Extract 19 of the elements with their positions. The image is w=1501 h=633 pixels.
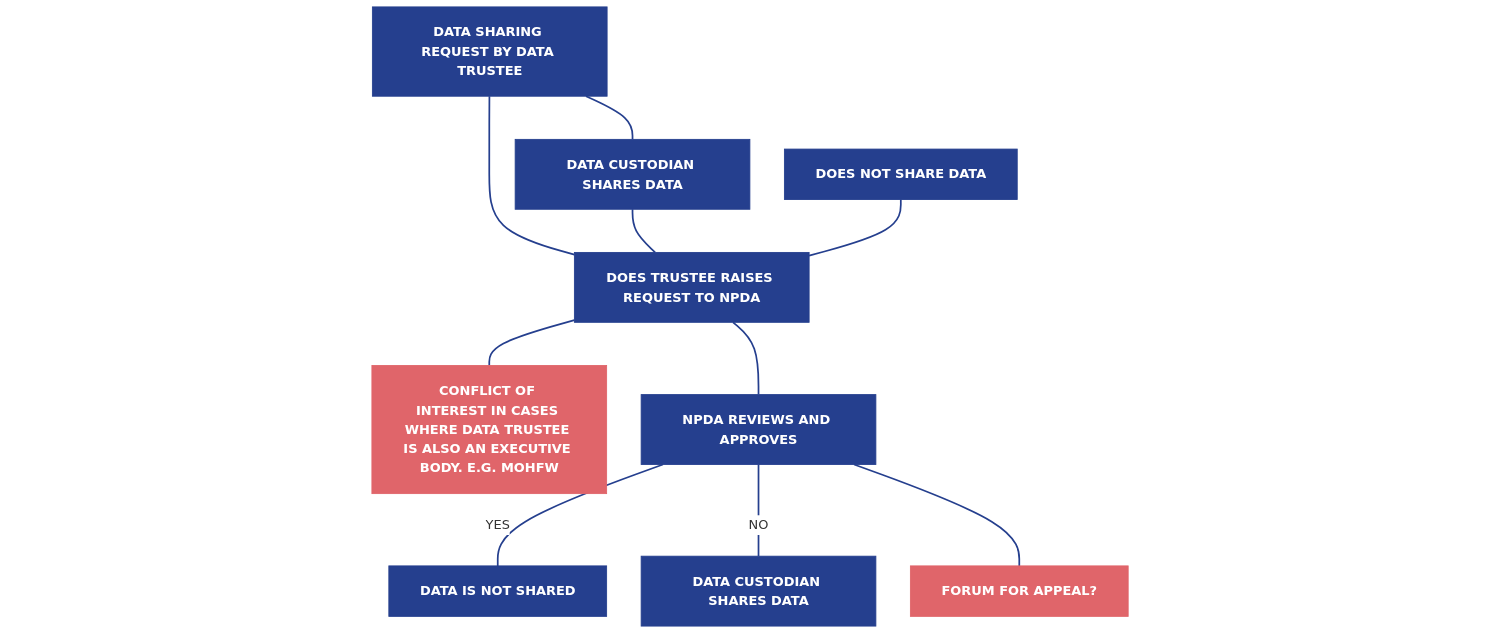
- node-box: DATA SHARING REQUEST BY DATA TRUSTEE: [372, 6, 608, 97]
- connector: [853, 463, 1021, 567]
- node-box: FORUM FOR APPEAL?: [910, 565, 1130, 617]
- node-box: NPDA REVIEWS AND APPROVES: [641, 394, 877, 465]
- connector: [808, 198, 903, 257]
- connector: [632, 208, 657, 254]
- connector: [488, 319, 576, 367]
- connector: [732, 321, 760, 396]
- connector: [585, 95, 634, 141]
- edge-label: NO: [749, 516, 769, 533]
- node-box: DATA CUSTODIAN SHARES DATA: [515, 138, 751, 210]
- node-box: DOES NOT SHARE DATA: [784, 148, 1019, 200]
- connector: [488, 95, 576, 256]
- node-box: DATA CUSTODIAN SHARES DATA: [641, 555, 877, 627]
- connector: [758, 463, 760, 558]
- node-box: CONFLICT OF INTEREST IN CASES WHERE DATA TRUSTEE IS ALSO AN EXECUTIVE BODY. E.G. MOHFW: [371, 365, 608, 495]
- node-box: DOES TRUSTEE RAISES REQUEST TO NPDA: [574, 252, 810, 323]
- node-box: DATA IS NOT SHARED: [388, 565, 608, 617]
- edge-label: YES: [486, 516, 511, 533]
